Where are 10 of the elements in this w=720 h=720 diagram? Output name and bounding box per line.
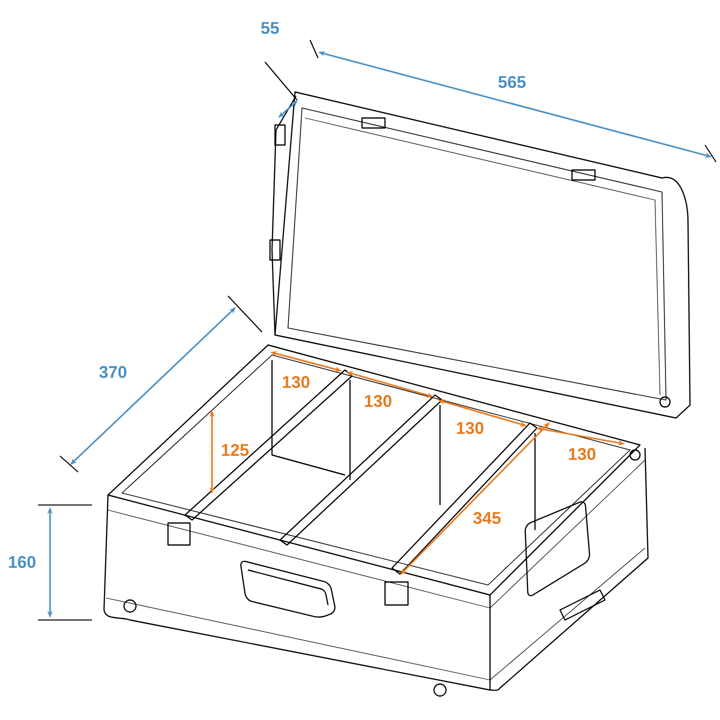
dimension-label: 130 <box>282 376 310 388</box>
dimension-label: 565 <box>498 76 526 88</box>
dimension-label: 130 <box>364 395 392 407</box>
dimension-label: 160 <box>8 556 36 568</box>
dimension-label: 130 <box>456 422 484 434</box>
dimension-label: 370 <box>99 366 126 378</box>
dimension-label: 345 <box>473 512 501 524</box>
dimension-label: 55 <box>261 22 279 34</box>
dimension-label: 125 <box>222 444 249 456</box>
dimension-label: 130 <box>568 448 596 460</box>
